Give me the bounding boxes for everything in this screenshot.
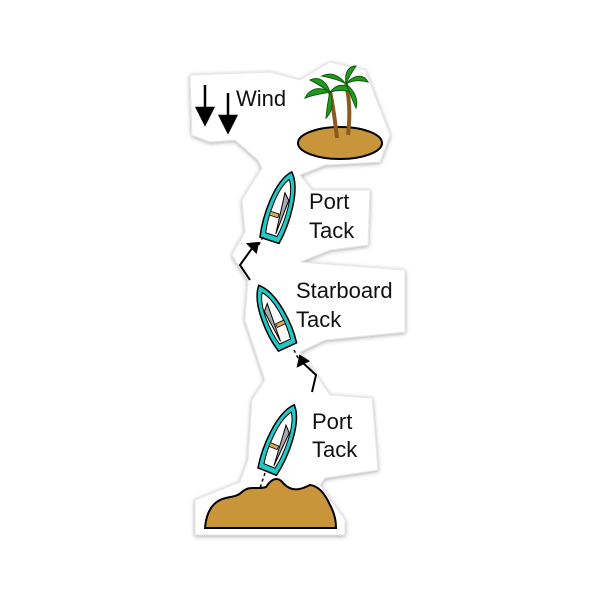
boat-port-tack-bottom-icon	[257, 403, 298, 477]
tack-arrow-1-icon	[238, 241, 260, 281]
port-tack-label-top-line2: Tack	[309, 218, 355, 243]
starboard-tack-label-line1: Starboard	[296, 278, 393, 303]
port-tack-label-bottom-line1: Port	[312, 409, 353, 434]
boat-trail	[259, 472, 266, 489]
shore-icon	[203, 478, 338, 529]
starboard-tack-label-line2: Tack	[296, 307, 342, 332]
port-tack-label-bottom-line2: Tack	[312, 437, 358, 462]
boat-starboard-tack-icon	[256, 284, 298, 353]
tack-arrow-2-icon	[296, 354, 318, 393]
port-tack-label-top-line1: Port	[309, 189, 350, 214]
island-icon	[297, 65, 383, 160]
wind-arrows-icon	[194, 85, 239, 135]
boat-port-tack-top-icon	[259, 170, 296, 245]
boat-trail	[293, 349, 301, 363]
wind-label: Wind	[236, 86, 287, 111]
sticker-outline	[189, 61, 406, 536]
